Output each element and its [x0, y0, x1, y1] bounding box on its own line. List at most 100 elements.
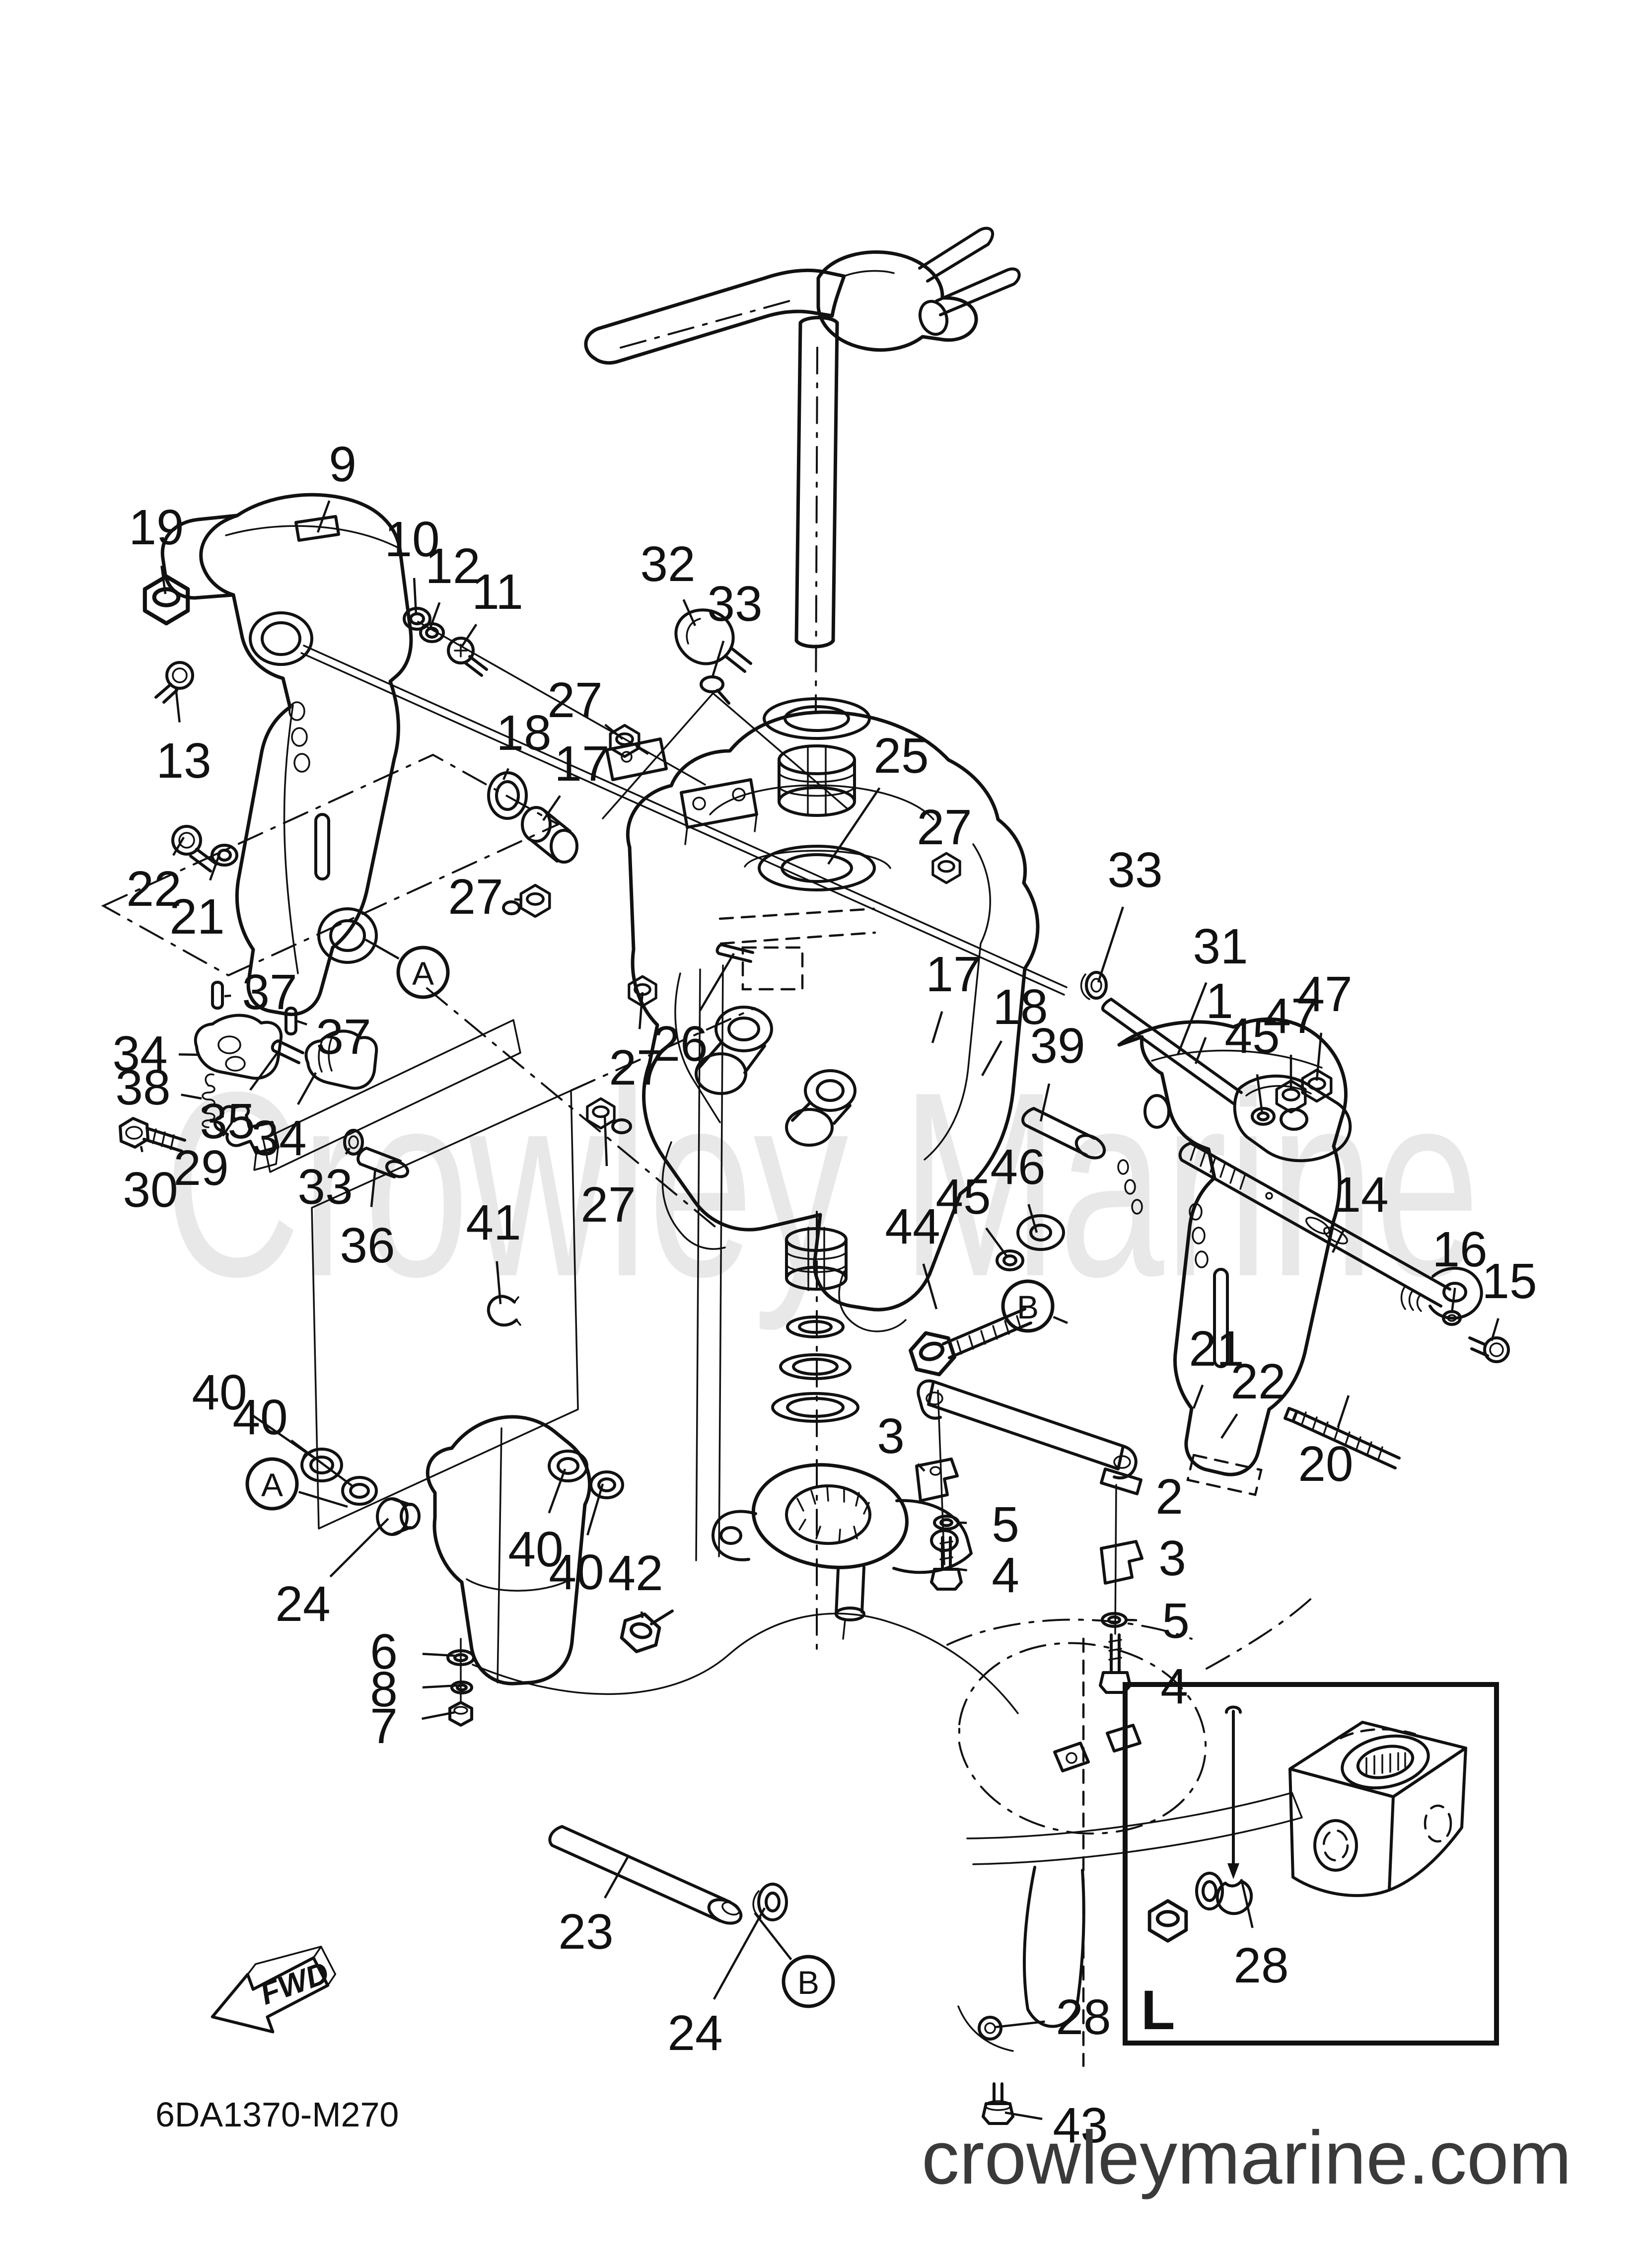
callout-40: 40	[508, 1522, 563, 1577]
leader-line	[1331, 1229, 1345, 1253]
callout-47: 47	[1297, 966, 1352, 1022]
leader-line	[370, 1168, 377, 1207]
leader-line	[1220, 1413, 1238, 1439]
leader-line	[461, 624, 478, 648]
callout-26: 26	[652, 1016, 708, 1072]
callout-37: 37	[316, 1009, 371, 1065]
leader-line	[1490, 1318, 1499, 1341]
callout-10: 10	[384, 512, 439, 567]
leader-line	[995, 2020, 1045, 2029]
callout-1: 1	[1206, 973, 1233, 1029]
hardware-left-mid-art	[119, 943, 754, 1327]
callout-2: 2	[1155, 1469, 1183, 1525]
callout-33: 33	[297, 1159, 353, 1215]
leader-line	[140, 1146, 143, 1153]
callout-40: 40	[549, 1544, 604, 1600]
ref-letter-A: A	[412, 955, 434, 992]
callout-46: 46	[990, 1139, 1045, 1195]
callout-31: 31	[1193, 919, 1248, 974]
ref-letter-A: A	[261, 1466, 283, 1503]
callout-33: 33	[707, 576, 762, 632]
leader-line	[1053, 1316, 1068, 1324]
right-clamp-bracket-art	[1117, 1017, 1348, 1496]
fwd-arrow-shape	[211, 1956, 330, 2034]
clamp-bar-art	[915, 1379, 1143, 1694]
callout-17: 17	[926, 947, 981, 1002]
ghost-planes-art	[101, 621, 1068, 1561]
leader-line	[422, 1653, 455, 1657]
callout-45: 45	[1224, 1008, 1280, 1064]
callout-12: 12	[425, 538, 480, 594]
leader-line	[1194, 1037, 1207, 1064]
leader-line	[316, 500, 331, 533]
callout-28: 28	[1233, 1938, 1288, 1993]
leader-line	[160, 566, 167, 594]
callout-9: 9	[329, 437, 357, 492]
leader-line	[249, 1051, 279, 1091]
leader-line	[603, 1115, 608, 1167]
callout-18: 18	[993, 979, 1048, 1035]
leader-line	[699, 952, 735, 1012]
leader-line	[542, 795, 561, 821]
leader-line	[413, 578, 418, 615]
leader-line	[290, 1439, 355, 1488]
callout-27: 27	[580, 1177, 636, 1233]
leader-line	[931, 1011, 943, 1043]
leader-line	[586, 1483, 604, 1536]
leader-line	[1027, 1204, 1038, 1233]
leader-line	[711, 640, 725, 679]
callout-38: 38	[115, 1060, 170, 1115]
callout-33: 33	[1107, 842, 1162, 898]
leader-line	[922, 1263, 938, 1310]
leader-line	[827, 787, 881, 865]
tube-23-art	[548, 1825, 788, 1925]
callout-24: 24	[275, 1576, 330, 1632]
leader-line	[298, 1491, 348, 1508]
callout-20: 20	[1298, 1436, 1353, 1492]
leader-line	[604, 724, 624, 740]
leader-line	[496, 1261, 502, 1305]
tilt-rod-14-art	[1178, 1142, 1510, 1469]
ref-circle-B	[1001, 1279, 1055, 1333]
callout-27: 27	[917, 800, 972, 855]
callout-4: 4	[992, 1547, 1019, 1603]
leader-line	[178, 1053, 200, 1056]
ref-circle-B	[782, 1955, 835, 2008]
callout-34: 34	[112, 1026, 167, 1082]
callout-13: 13	[156, 733, 211, 789]
leader-line	[1128, 1682, 1136, 1685]
leader-line	[422, 1684, 458, 1689]
hardware-upper-left-art	[145, 577, 960, 917]
callout-23: 23	[558, 1904, 613, 1960]
callout-28: 28	[1056, 1989, 1111, 2045]
callout-40: 40	[232, 1390, 287, 1445]
fwd-arrow: FWD	[211, 1946, 337, 2034]
leader-line	[1315, 1032, 1323, 1081]
callout-21: 21	[1189, 1321, 1244, 1377]
leader-line	[1176, 982, 1208, 1055]
callout-24: 24	[667, 2005, 722, 2061]
leader-line	[345, 1147, 351, 1155]
tilt-rod-31-39-art	[1021, 971, 1352, 1163]
leader-line	[1004, 2111, 1043, 2121]
leader-line	[296, 1020, 307, 1025]
watermark: Crowley Marine	[164, 1037, 1480, 1333]
callout-17: 17	[554, 736, 609, 792]
lower-unit-ghost-art	[946, 1596, 1314, 2125]
leader-line	[181, 1094, 202, 1100]
callout-14: 14	[1333, 1167, 1388, 1223]
callout-18: 18	[496, 705, 551, 761]
callout-27: 27	[448, 869, 503, 925]
leader-line	[754, 1912, 792, 1961]
callout-21: 21	[169, 889, 224, 945]
website-text: crowleymarine.com	[922, 2116, 1571, 2200]
leader-line	[638, 992, 644, 1029]
ref-letter-B: B	[797, 1964, 819, 2001]
callout-7: 7	[370, 1698, 398, 1754]
callout-45: 45	[935, 1169, 991, 1225]
leader-line	[364, 939, 400, 960]
callout-19: 19	[129, 500, 184, 555]
callout-16: 16	[1432, 1222, 1487, 1277]
